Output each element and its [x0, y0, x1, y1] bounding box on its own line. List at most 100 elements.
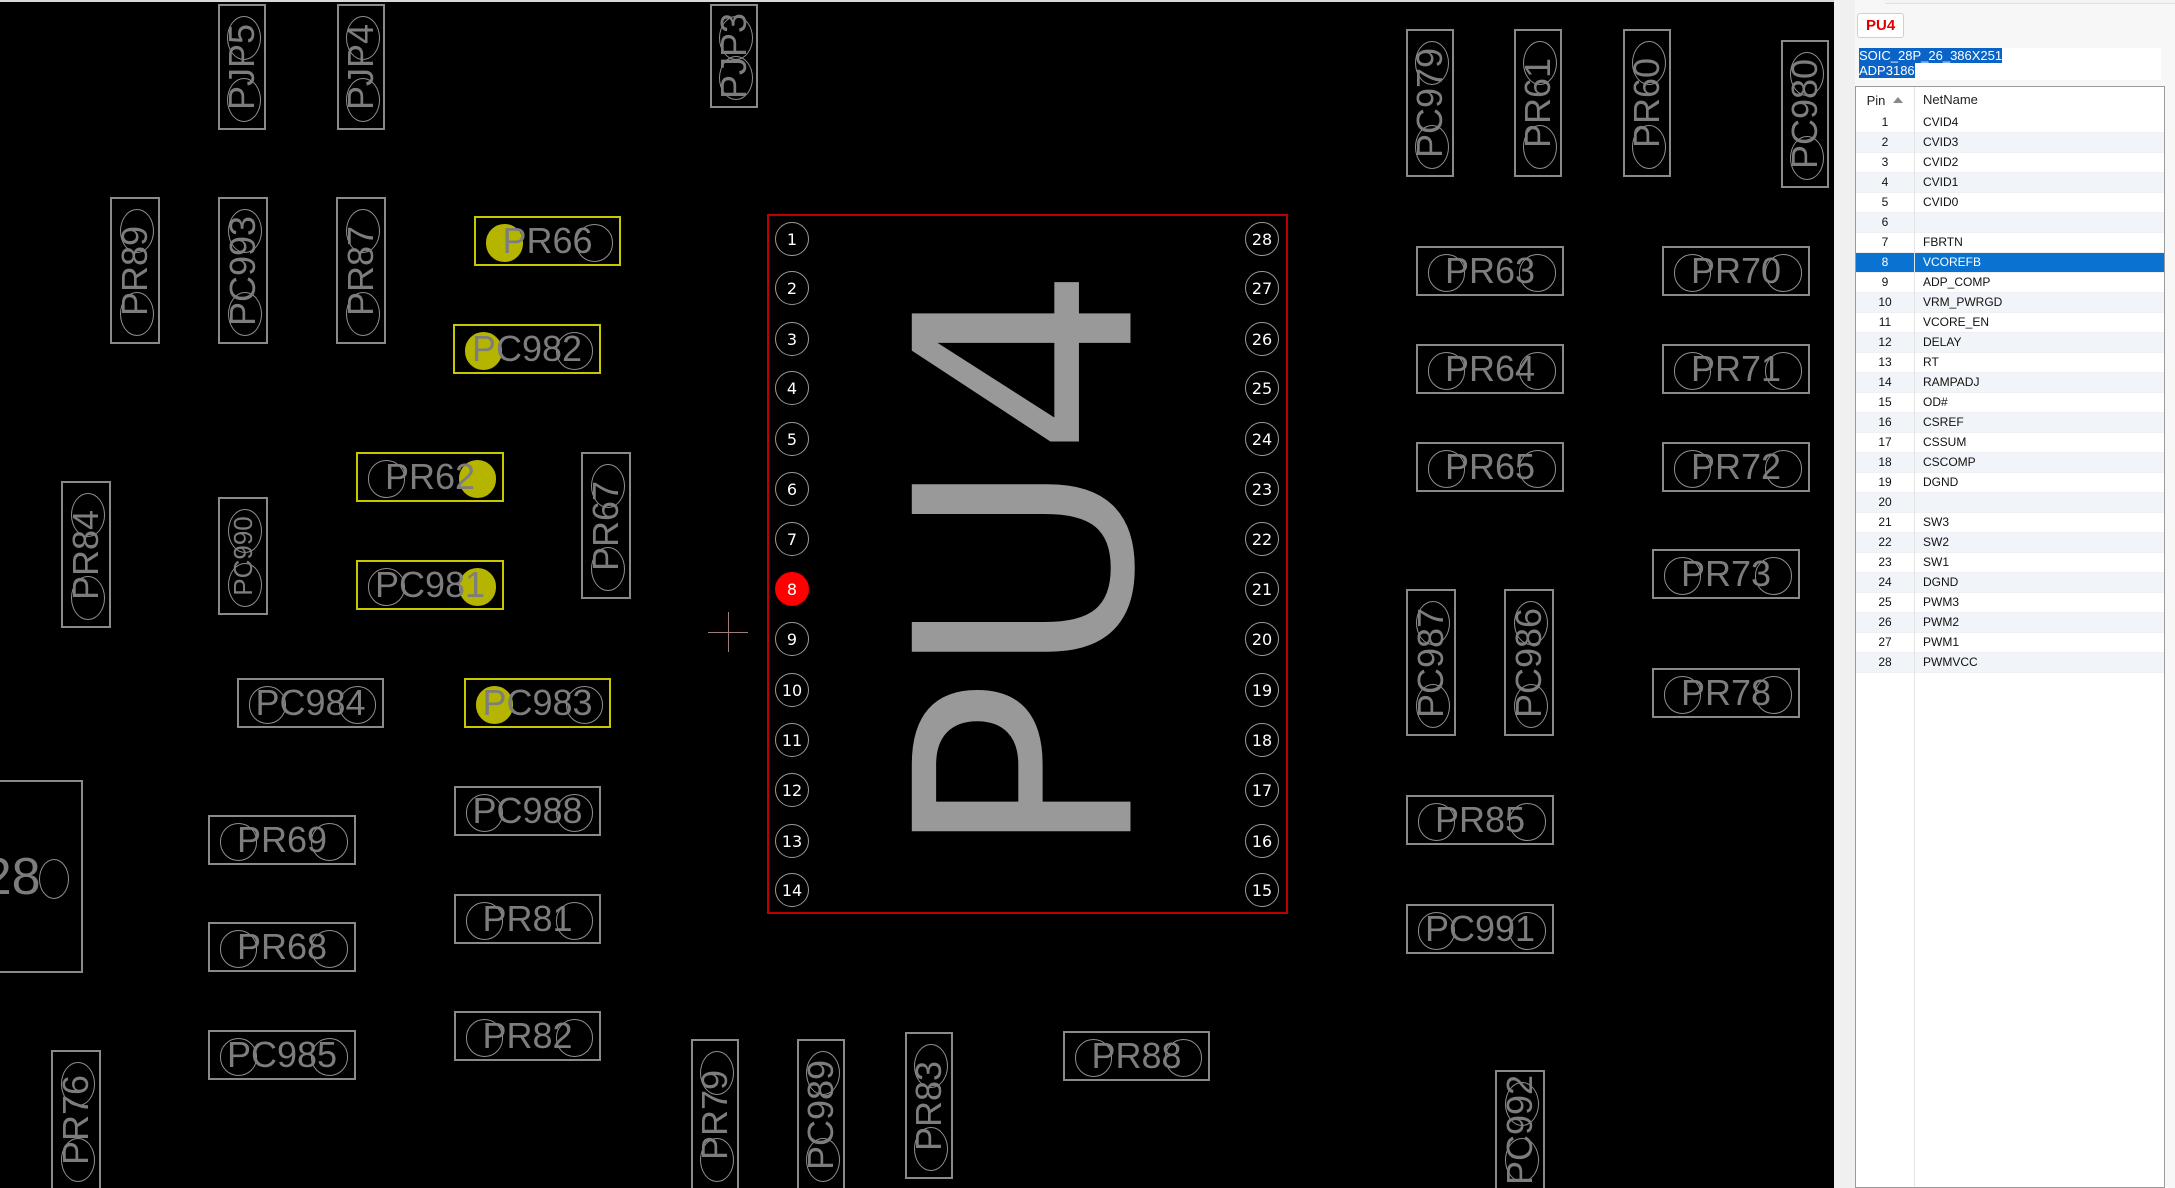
component-pr71[interactable]: PR71	[1662, 344, 1810, 394]
ref-designator-badge[interactable]: PU4	[1857, 13, 1905, 38]
component-pr67[interactable]: PR67	[581, 452, 631, 599]
component-pr73[interactable]: PR73	[1652, 549, 1800, 599]
pad-pin-7[interactable]: 7	[775, 522, 809, 556]
component-pc982[interactable]: PC982	[453, 324, 601, 374]
pad-pin-23[interactable]: 23	[1245, 472, 1279, 506]
component-pr85[interactable]: PR85	[1406, 795, 1554, 845]
component-description-field[interactable]: SOIC_28P_26_386X251 ADP3186	[1859, 48, 2161, 80]
component-pc993[interactable]: PC993	[218, 197, 268, 344]
pad-pin-21[interactable]: 21	[1245, 572, 1279, 606]
table-row[interactable]: 20	[1856, 493, 2164, 513]
component-pr69[interactable]: PR69	[208, 815, 356, 865]
component-pc979[interactable]: PC979	[1406, 29, 1454, 177]
pad-pin-2[interactable]: 2	[775, 271, 809, 305]
component-pc992[interactable]: PC992	[1495, 1070, 1545, 1188]
pad-pin-19[interactable]: 19	[1245, 673, 1279, 707]
pad-pin-8[interactable]: 8	[775, 572, 809, 606]
component-pr79[interactable]: PR79	[691, 1039, 739, 1188]
component-pjp3[interactable]: PJP3	[710, 4, 758, 108]
component-pr70[interactable]: PR70	[1662, 246, 1810, 296]
component-pc985[interactable]: PC985	[208, 1030, 356, 1080]
component-pr82[interactable]: PR82	[454, 1011, 601, 1061]
component-pr68[interactable]: PR68	[208, 922, 356, 972]
pad-pin-16[interactable]: 16	[1245, 824, 1279, 858]
pad-pin-27[interactable]: 27	[1245, 271, 1279, 305]
pad-pin-4[interactable]: 4	[775, 371, 809, 405]
pad-pin-13[interactable]: 13	[775, 824, 809, 858]
pad-pin-10[interactable]: 10	[775, 673, 809, 707]
component-pjp5[interactable]: PJP5	[218, 4, 266, 130]
pad-pin-1[interactable]: 1	[775, 222, 809, 256]
pad-pin-6[interactable]: 6	[775, 472, 809, 506]
pad-pin-26[interactable]: 26	[1245, 322, 1279, 356]
pad-pin-15[interactable]: 15	[1245, 873, 1279, 907]
component-28[interactable]: 28	[0, 780, 83, 973]
column-header-pin[interactable]: Pin	[1856, 93, 1914, 108]
component-pc981[interactable]: PC981	[356, 560, 504, 610]
component-pr88[interactable]: PR88	[1063, 1031, 1210, 1081]
component-pc980[interactable]: PC980	[1781, 40, 1829, 188]
component-pu4-outline[interactable]	[767, 214, 1288, 914]
pad-pin-22[interactable]: 22	[1245, 522, 1279, 556]
pad-pin-14[interactable]: 14	[775, 873, 809, 907]
pad-pin-18[interactable]: 18	[1245, 723, 1279, 757]
pad-pin-12[interactable]: 12	[775, 773, 809, 807]
component-pjp4[interactable]: PJP4	[337, 4, 385, 130]
table-row[interactable]: 6	[1856, 213, 2164, 233]
component-pc986[interactable]: PC986	[1504, 589, 1554, 736]
pad-pin-28[interactable]: 28	[1245, 222, 1279, 256]
pad-pin-24[interactable]: 24	[1245, 422, 1279, 456]
component-pc989[interactable]: PC989	[797, 1039, 845, 1188]
component-pc987[interactable]: PC987	[1406, 589, 1456, 736]
pad-pin-3[interactable]: 3	[775, 322, 809, 356]
pad-pin-25[interactable]: 25	[1245, 371, 1279, 405]
component-pr81[interactable]: PR81	[454, 894, 601, 944]
component-pr63[interactable]: PR63	[1416, 246, 1564, 296]
component-pr83[interactable]: PR83	[905, 1032, 953, 1179]
component-pc990[interactable]: PC990	[218, 497, 268, 615]
component-pr62[interactable]: PR62	[356, 452, 504, 502]
pad-pin-20[interactable]: 20	[1245, 622, 1279, 656]
component-pr64[interactable]: PR64	[1416, 344, 1564, 394]
component-pr78[interactable]: PR78	[1652, 668, 1800, 718]
pad-pin-11[interactable]: 11	[775, 723, 809, 757]
component-pr61[interactable]: PR61	[1514, 29, 1562, 177]
component-pr66[interactable]: PR66	[474, 216, 621, 266]
component-pr72[interactable]: PR72	[1662, 442, 1810, 492]
component-pc983[interactable]: PC983	[464, 678, 611, 728]
pad-pin-9[interactable]: 9	[775, 622, 809, 656]
component-pr60[interactable]: PR60	[1623, 29, 1671, 177]
component-pr89[interactable]: PR89	[110, 197, 160, 344]
component-pr87[interactable]: PR87	[336, 197, 386, 344]
pad-pin-5[interactable]: 5	[775, 422, 809, 456]
component-pr65[interactable]: PR65	[1416, 442, 1564, 492]
column-header-netname[interactable]: NetName	[1914, 87, 1978, 113]
